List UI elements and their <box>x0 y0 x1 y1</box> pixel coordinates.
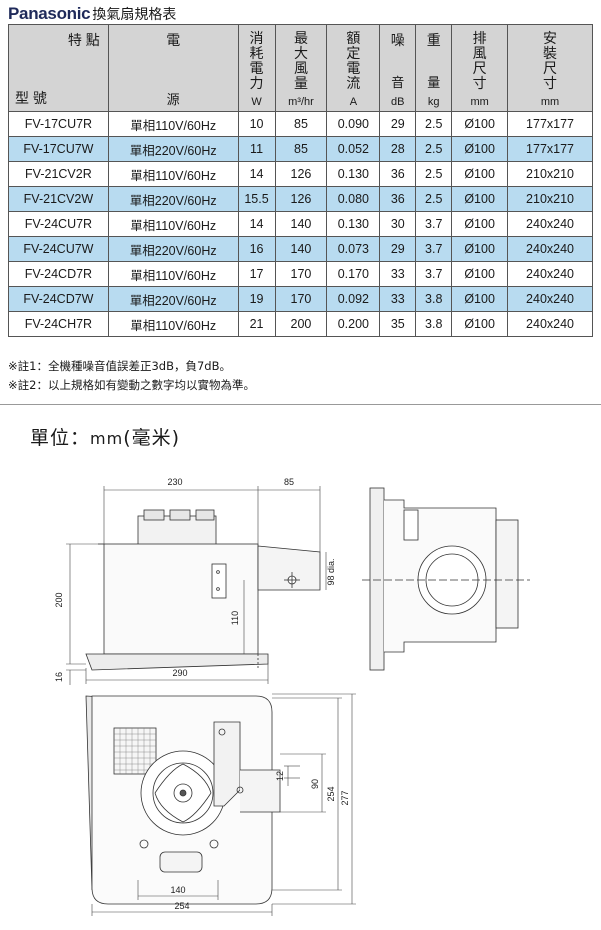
dim-277: 277 <box>340 790 350 805</box>
dim-98dia: 98 dia. <box>326 558 336 585</box>
brand-logo: Panasonic <box>8 4 91 23</box>
divider <box>0 404 601 405</box>
dim-254v: 254 <box>326 786 336 801</box>
note-1: ※註1：全機種噪音值誤差正3dB，負7dB。 <box>8 359 231 373</box>
bottom-view <box>85 695 281 905</box>
header-corner: 特 點 型 號 <box>8 24 109 112</box>
header-feature: 特 點 <box>67 32 100 48</box>
header-model: 型 號 <box>15 90 47 106</box>
dim-290: 290 <box>172 668 187 678</box>
header-power: 電 源 <box>107 24 239 112</box>
header-flow: 最大風量 m³/hr <box>274 24 328 112</box>
header-weight: 重 量 kg <box>415 24 453 112</box>
dim-230: 230 <box>167 477 182 487</box>
header-exhaust: 排風尺寸 mm <box>451 24 509 112</box>
spec-table: 特 點 型 號 電 源 消耗電力 W 最大風量 m³/hr 額定電流 A 噪 音 <box>8 24 593 337</box>
header-install: 安裝尺寸 mm <box>507 24 593 112</box>
dim-254h: 254 <box>174 901 189 911</box>
note-2: ※註2：以上規格如有變動之數字均以實物為準。 <box>8 378 255 392</box>
notes: ※註1：全機種噪音值誤差正3dB，負7dB。 ※註2：以上規格如有變動之數字均以… <box>8 357 255 395</box>
page-title: 換氣扇規格表 <box>92 7 177 23</box>
unit-label: 單位：mm(毫米) <box>30 427 181 449</box>
technical-drawing: 230 85 200 110 98 dia. 290 16 12 90 254 … <box>54 477 530 916</box>
page-header: Panasonic 換氣扇規格表 <box>8 2 176 24</box>
dim-16: 16 <box>54 672 64 682</box>
dim-85: 85 <box>284 477 294 487</box>
dim-200: 200 <box>54 592 64 607</box>
header-watt: 消耗電力 W <box>237 24 276 112</box>
dim-90: 90 <box>310 779 320 789</box>
front-view <box>85 509 321 671</box>
header-current: 額定電流 A <box>326 24 381 112</box>
side-view <box>362 487 530 671</box>
dim-140: 140 <box>170 885 185 895</box>
dim-12: 12 <box>275 771 285 781</box>
header-noise: 噪 音 dB <box>379 24 417 112</box>
dim-110: 110 <box>230 611 240 625</box>
